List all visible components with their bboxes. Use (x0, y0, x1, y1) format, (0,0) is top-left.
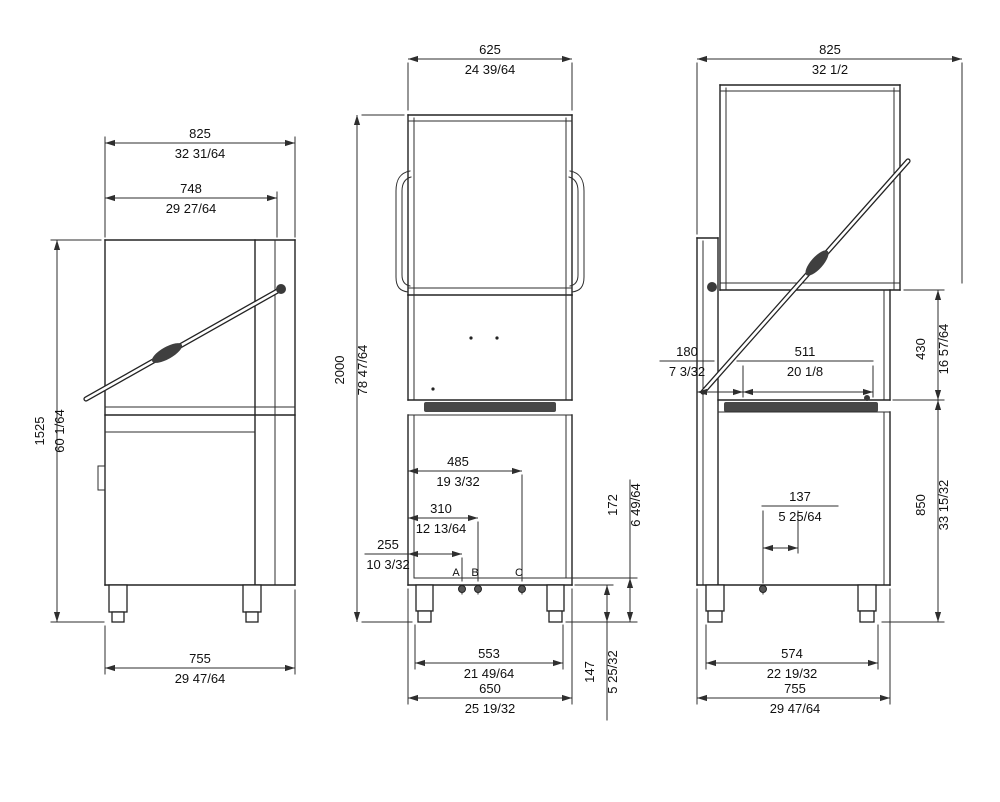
dim-147-mm: 147 (582, 661, 597, 683)
front-dimension-labels: 625 24 39/64 2000 78 47/64 485 19 3/32 3… (332, 42, 643, 716)
leg (108, 584, 128, 613)
dim-485-mm: 485 (447, 454, 469, 469)
left-dimension-labels: 825 32 31/64 748 29 27/64 1525 60 1/64 7… (32, 126, 225, 686)
side-view-right: 825 32 1/2 180 7 3/32 511 20 1/8 430 16 … (659, 42, 963, 716)
left-machine-outline (97, 239, 296, 623)
dim-553-in: 21 49/64 (464, 666, 515, 681)
dim-825-in: 32 31/64 (175, 146, 226, 161)
leg (705, 584, 725, 612)
dim-650-mm: 650 (479, 681, 501, 696)
dim-755r-in: 29 47/64 (770, 701, 821, 716)
dim-147-in: 5 25/32 (605, 650, 620, 693)
foot (417, 610, 432, 623)
dim-172-in: 6 49/64 (628, 483, 643, 526)
door-handle (97, 465, 106, 491)
dim-137-mm: 137 (789, 489, 811, 504)
hood-handle-left (83, 284, 286, 402)
dim-511-mm: 511 (795, 344, 816, 359)
hood-handle-right (700, 158, 911, 395)
dim-310-mm: 310 (430, 501, 452, 516)
dim-430-mm: 430 (913, 338, 928, 360)
tank-rim (724, 402, 878, 412)
dim-172-mm: 172 (605, 494, 620, 516)
right-dimension-lines (659, 55, 963, 705)
leg (242, 584, 262, 613)
leg (415, 584, 434, 612)
dim-180-mm: 180 (676, 344, 698, 359)
dim-755r-mm: 755 (784, 681, 806, 696)
dim-1525-mm: 1525 (32, 417, 47, 446)
hood-handle-front (395, 170, 585, 293)
handle-grip (805, 250, 829, 276)
dim-748-in: 29 27/64 (166, 201, 217, 216)
drain-connections (458, 584, 526, 595)
dim-430-in: 16 57/64 (936, 324, 951, 375)
handle-pivot (276, 284, 286, 294)
leg (546, 584, 565, 612)
foot (548, 610, 563, 623)
drain-connection (759, 585, 767, 593)
foot (245, 611, 259, 623)
point-label-a: A (452, 567, 460, 579)
dim-825r-in: 32 1/2 (812, 62, 848, 77)
foot (111, 611, 125, 623)
right-machine-outline (696, 84, 901, 623)
side-view-left: 825 32 31/64 748 29 27/64 1525 60 1/64 7… (32, 126, 296, 686)
dim-255-in: 10 3/32 (366, 557, 409, 572)
dim-485-in: 19 3/32 (436, 474, 479, 489)
dim-137-in: 5 25/64 (778, 509, 821, 524)
dim-1525-in: 60 1/64 (52, 409, 67, 452)
inlet-connection (864, 395, 870, 401)
handle-grip (151, 343, 183, 363)
dim-850-mm: 850 (913, 494, 928, 516)
front-dimension-lines (353, 55, 638, 721)
front-machine-outline (395, 114, 585, 623)
foot (859, 610, 875, 623)
dim-2000-in: 78 47/64 (355, 345, 370, 396)
front-view: 625 24 39/64 2000 78 47/64 485 19 3/32 3… (332, 42, 643, 721)
dim-748-mm: 748 (180, 181, 202, 196)
tank-rim (424, 402, 556, 412)
dim-574-mm: 574 (781, 646, 803, 661)
dim-755-in: 29 47/64 (175, 671, 226, 686)
dim-574-in: 22 19/32 (767, 666, 818, 681)
point-label-c: C (515, 567, 523, 579)
dim-825r-mm: 825 (819, 42, 841, 57)
dim-180-in: 7 3/32 (669, 364, 705, 379)
leg (857, 584, 877, 612)
dim-625-in: 24 39/64 (465, 62, 516, 77)
point-label-b: B (471, 567, 478, 579)
dim-755-mm: 755 (189, 651, 211, 666)
dim-650-in: 25 19/32 (465, 701, 516, 716)
dim-2000-mm: 2000 (332, 356, 347, 385)
dim-310-in: 12 13/64 (416, 521, 467, 536)
handle-pivot (707, 282, 717, 292)
dim-511-in: 20 1/8 (787, 364, 823, 379)
dim-825-mm: 825 (189, 126, 211, 141)
foot (707, 610, 723, 623)
dim-850-in: 33 15/32 (936, 480, 951, 531)
dim-255-mm: 255 (377, 537, 399, 552)
dim-553-mm: 553 (478, 646, 500, 661)
right-dimension-labels: 825 32 1/2 180 7 3/32 511 20 1/8 430 16 … (669, 42, 951, 716)
dim-625-mm: 625 (479, 42, 501, 57)
left-dimension-lines (50, 136, 296, 675)
